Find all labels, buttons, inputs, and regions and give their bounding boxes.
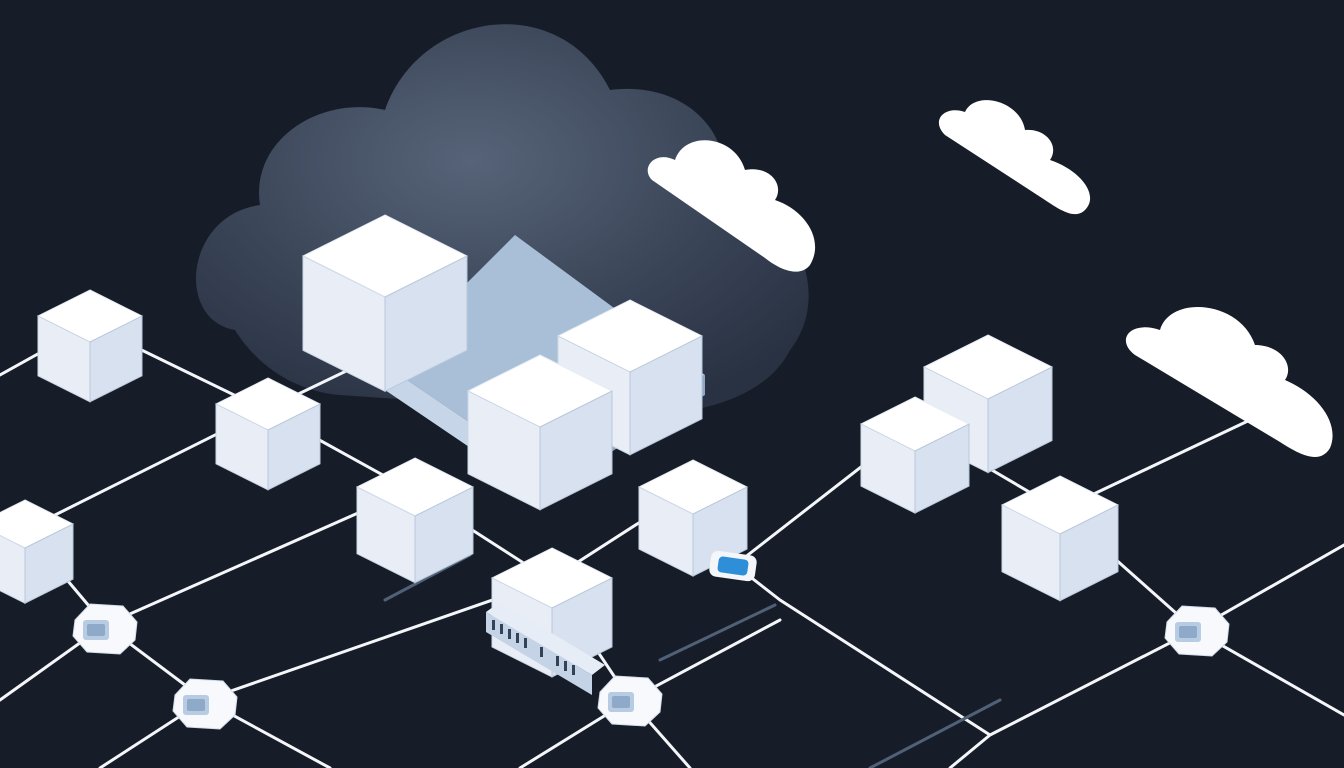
cloud-icon [1125,307,1333,458]
cube-node-icon [637,459,749,577]
accent-node-icon [709,550,757,582]
cube-node-icon [36,289,144,403]
cube-node-icon [214,377,322,491]
cube-node-icon [466,354,614,511]
cube-nodes [0,214,1120,678]
cloud-icon [647,140,816,272]
cube-node-icon [301,214,469,393]
cube-node-icon [1000,475,1120,602]
server-rack-icon [486,602,605,695]
hub-node-icon [1164,605,1230,657]
cube-node-icon [355,457,475,584]
cube-node-icon [0,499,75,605]
hub-node-icon [72,603,138,655]
hub-node-icon [597,675,663,727]
hub-nodes [72,603,1230,730]
cube-node-icon [859,396,971,514]
hub-node-icon [172,678,238,730]
cloud-icon [938,100,1091,215]
